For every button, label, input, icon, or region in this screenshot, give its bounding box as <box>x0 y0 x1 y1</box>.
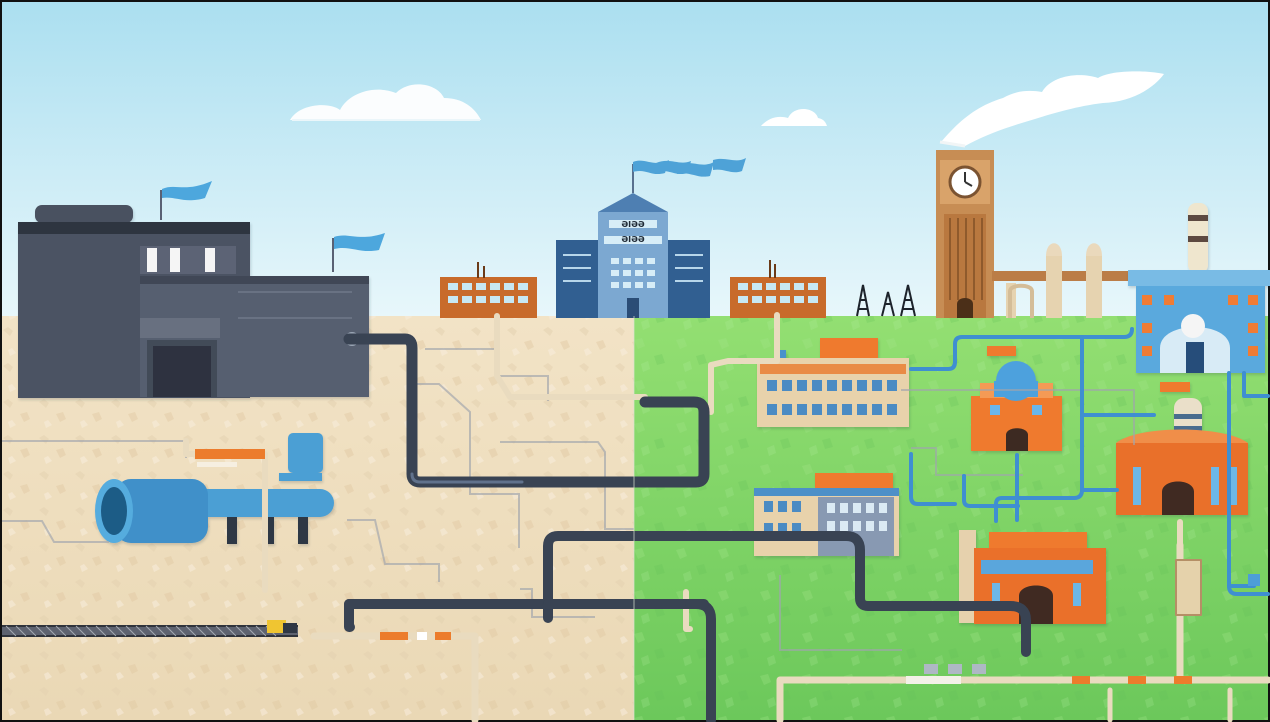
office-tower-sign: ƏIƏƏ <box>621 220 645 229</box>
orange-tank-building <box>1116 382 1248 515</box>
blue-facility <box>1128 203 1270 373</box>
dark-factory <box>18 205 369 398</box>
flag-left <box>160 181 212 220</box>
left-turbine <box>95 433 334 544</box>
small-brick-building-left <box>440 262 537 318</box>
blue-pipe-network <box>909 327 1270 596</box>
cloud-left <box>290 84 481 121</box>
orange-station <box>959 530 1106 624</box>
clock-tower <box>936 150 994 318</box>
oil-derricks <box>856 284 916 317</box>
office-flags <box>633 158 746 177</box>
flag-right <box>332 233 385 272</box>
grass-texture <box>634 316 1268 720</box>
office-tower-sign-2: ƏIƏƏ <box>621 235 645 244</box>
beige-orange-building-top <box>757 338 909 427</box>
dark-pipe-network <box>343 333 1031 722</box>
small-brick-building-right <box>730 260 826 318</box>
domed-building <box>971 346 1062 451</box>
office-tower: ƏIƏƏ ƏIƏƏ <box>556 164 710 318</box>
left-conveyor <box>2 620 298 637</box>
smoke-cloud <box>939 71 1164 148</box>
colonnade <box>992 243 1132 318</box>
pipe-valves <box>195 449 1192 684</box>
cloud-small <box>761 108 827 126</box>
